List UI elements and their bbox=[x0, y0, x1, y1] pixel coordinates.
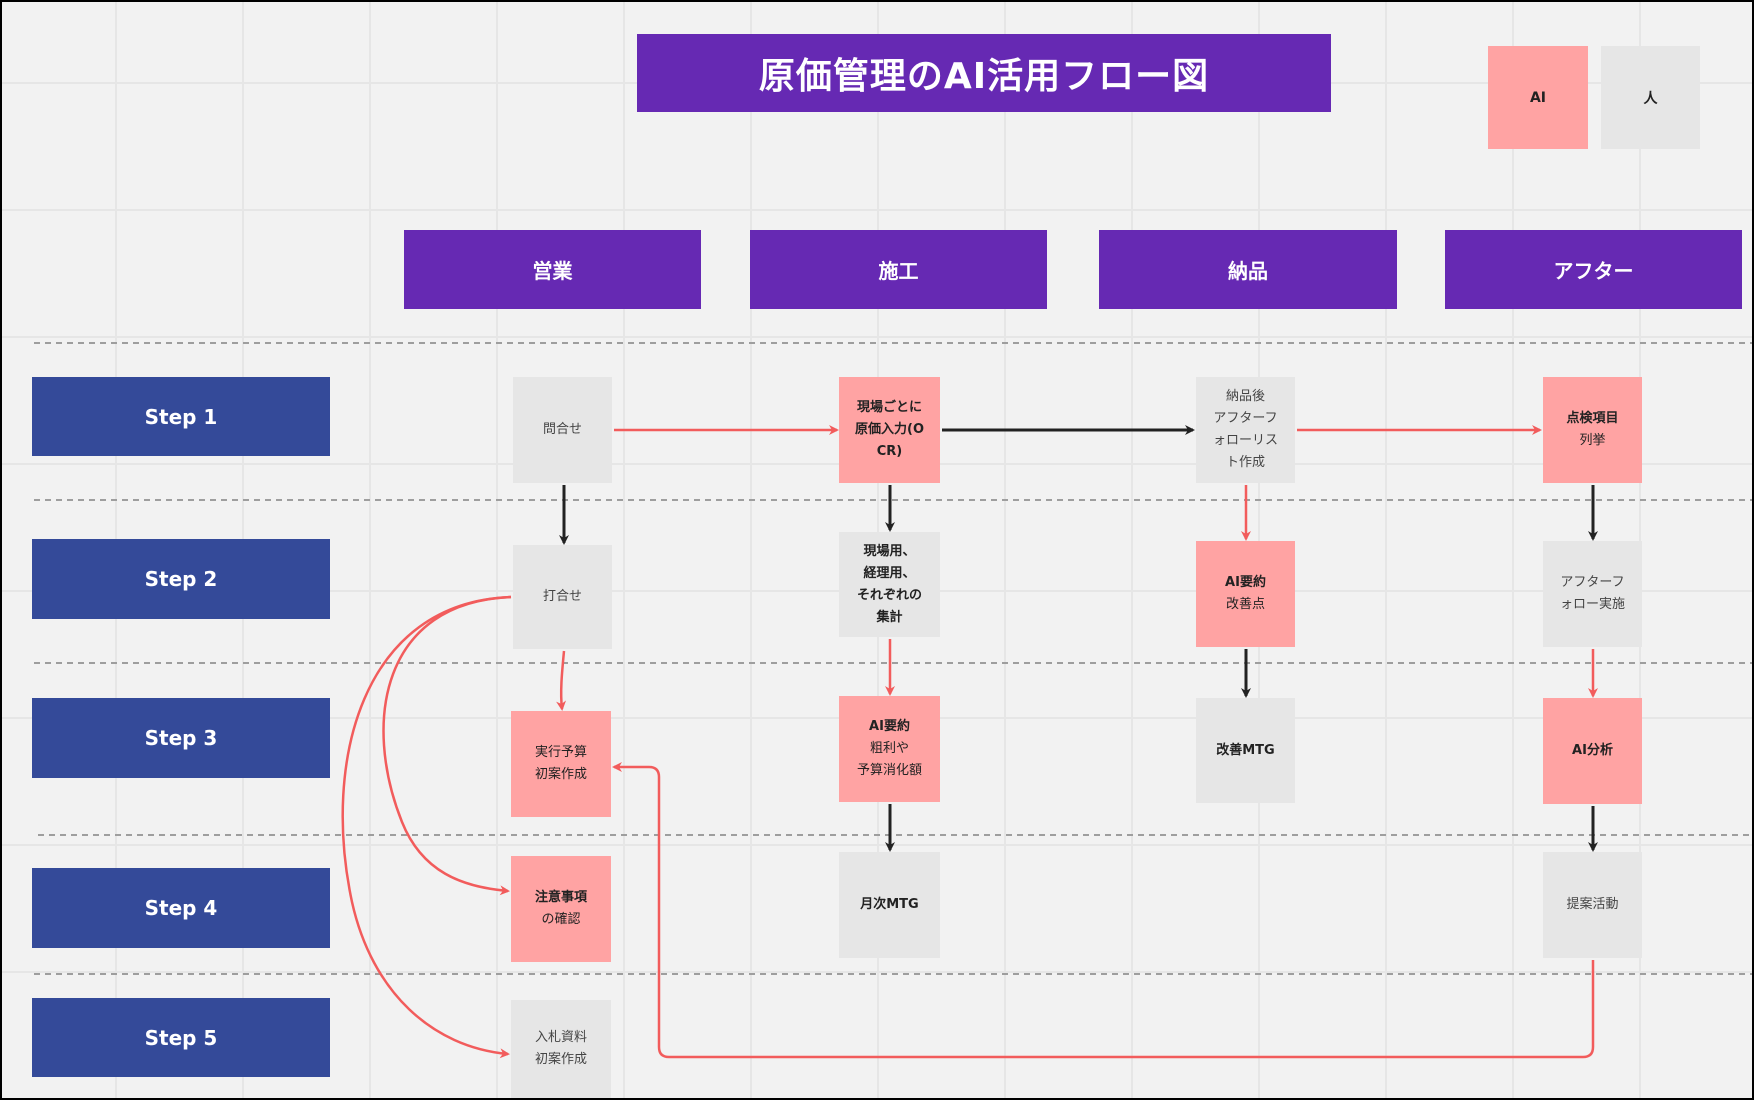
flow-node-text-line: 打合せ bbox=[542, 589, 582, 604]
flow-node-text-line: アフターフ bbox=[1560, 575, 1625, 590]
flow-node-seko-4[interactable]: 月次MTG bbox=[839, 852, 940, 958]
flow-node-nohin-3[interactable]: 改善MTG bbox=[1196, 698, 1295, 803]
flow-node-text-line: 予算消化額 bbox=[856, 763, 922, 778]
flow-node-text-line: 入札資料 bbox=[534, 1030, 587, 1045]
flow-node-text-line: 経理用、 bbox=[863, 565, 916, 581]
column-header-nohin[interactable]: 納品 bbox=[1099, 230, 1397, 309]
flow-node-nohin-1[interactable]: 納品後アフターフォローリスト作成 bbox=[1196, 377, 1295, 483]
flow-node-text-line: AI要約 bbox=[869, 719, 910, 734]
column-header-label: 施工 bbox=[878, 259, 919, 283]
flow-node-eigyo-1[interactable]: 問合せ bbox=[513, 377, 612, 483]
step-label-3[interactable]: Step 3 bbox=[32, 698, 330, 778]
connector-arrow-eigyo-2-to-eigyo-5[interactable] bbox=[341, 595, 512, 1059]
flow-node-text-line: 改善点 bbox=[1225, 597, 1265, 612]
flow-node-text-line: 現場用、 bbox=[863, 543, 916, 559]
flow-node-text-line: 列挙 bbox=[1579, 433, 1606, 448]
column-header-label: 営業 bbox=[532, 259, 573, 283]
flow-node-text-line: 粗利や bbox=[869, 741, 909, 756]
flow-node-text-line: 点検項目 bbox=[1566, 411, 1619, 426]
flow-node-text-line: 現場ごとに bbox=[856, 400, 922, 415]
flow-node-text-line: 納品後 bbox=[1225, 389, 1265, 404]
step-label-text: Step 2 bbox=[144, 567, 218, 591]
column-header-label: アフター bbox=[1553, 259, 1634, 283]
flow-node-text-line: AI分析 bbox=[1572, 743, 1613, 758]
flow-node-text-line: 実行予算 bbox=[534, 745, 587, 760]
flow-node-text-line: 月次MTG bbox=[860, 897, 919, 912]
flow-node-text-line: 初案作成 bbox=[534, 1052, 587, 1067]
flow-node-text-line: 注意事項 bbox=[534, 890, 587, 905]
diagram-title-text: 原価管理のAI活用フロー図 bbox=[758, 56, 1210, 97]
step-label-1[interactable]: Step 1 bbox=[32, 377, 330, 456]
step-label-text: Step 1 bbox=[144, 404, 218, 429]
connector-arrow-eigyo-2-to-eigyo-4[interactable] bbox=[382, 595, 512, 896]
flow-node-text-line: 原価入力(O bbox=[855, 422, 924, 437]
column-header-after[interactable]: アフター bbox=[1445, 230, 1742, 309]
diagram-title[interactable]: 原価管理のAI活用フロー図 bbox=[637, 34, 1331, 112]
flow-node-text-line: ト作成 bbox=[1225, 455, 1265, 470]
flow-node-seko-1[interactable]: 現場ごとに原価入力(O CR) bbox=[839, 377, 940, 483]
step-label-text: Step 5 bbox=[144, 1025, 218, 1050]
flow-node-after-4[interactable]: 提案活動 bbox=[1543, 852, 1642, 958]
flow-node-text-line: ォローリス bbox=[1212, 433, 1278, 448]
legend-human[interactable]: 人 bbox=[1601, 46, 1700, 149]
row-separators bbox=[34, 342, 1752, 975]
flow-node-text-line: 改善MTG bbox=[1216, 742, 1275, 758]
connector-arrow-after-4-to-eigyo-3[interactable] bbox=[612, 762, 1595, 1059]
step-label-text: Step 4 bbox=[144, 896, 218, 920]
flow-node-text-line: の確認 bbox=[541, 912, 581, 927]
flow-node-text-line: CR) bbox=[876, 444, 903, 459]
flow-node-text-line: AI要約 bbox=[1225, 575, 1266, 590]
step-label-text: Step 3 bbox=[144, 726, 218, 750]
flow-node-seko-3[interactable]: AI要約粗利や予算消化額 bbox=[839, 696, 940, 802]
legend-human-label: 人 bbox=[1643, 90, 1658, 107]
legend-ai[interactable]: AI bbox=[1488, 46, 1588, 149]
step-label-4[interactable]: Step 4 bbox=[32, 868, 330, 948]
flow-node-after-3[interactable]: AI分析 bbox=[1543, 698, 1642, 804]
step-label-2[interactable]: Step 2 bbox=[32, 539, 330, 619]
flow-node-text-line: ォロー実施 bbox=[1559, 597, 1625, 612]
flow-node-text-line: 問合せ bbox=[542, 422, 582, 437]
column-header-seko[interactable]: 施工 bbox=[750, 230, 1047, 309]
column-header-label: 納品 bbox=[1228, 259, 1268, 283]
flow-node-eigyo-3[interactable]: 実行予算初案作成 bbox=[511, 711, 611, 817]
flow-node-text-line: アフターフ bbox=[1213, 411, 1278, 426]
flow-node-after-1[interactable]: 点検項目列挙 bbox=[1543, 377, 1642, 483]
column-header-eigyo[interactable]: 営業 bbox=[404, 230, 701, 309]
flow-node-after-2[interactable]: アフターフォロー実施 bbox=[1543, 541, 1642, 647]
flow-node-text-line: 提案活動 bbox=[1566, 897, 1619, 912]
flow-node-eigyo-4[interactable]: 注意事項の確認 bbox=[511, 856, 611, 962]
flow-node-eigyo-5[interactable]: 入札資料初案作成 bbox=[511, 1000, 611, 1098]
flow-node-text-line: 初案作成 bbox=[534, 767, 587, 782]
flow-node-eigyo-2[interactable]: 打合せ bbox=[513, 545, 612, 649]
flow-node-nohin-2[interactable]: AI要約改善点 bbox=[1196, 541, 1295, 647]
flow-node-text-line: 集計 bbox=[876, 609, 903, 625]
flow-node-seko-2[interactable]: 現場用、経理用、それぞれの集計 bbox=[839, 532, 940, 637]
step-label-5[interactable]: Step 5 bbox=[32, 998, 330, 1077]
connector-arrow-eigyo-2-to-eigyo-3[interactable] bbox=[556, 650, 567, 711]
flow-node-text-line: それぞれの bbox=[856, 587, 922, 603]
legend-ai-label: AI bbox=[1529, 89, 1547, 106]
